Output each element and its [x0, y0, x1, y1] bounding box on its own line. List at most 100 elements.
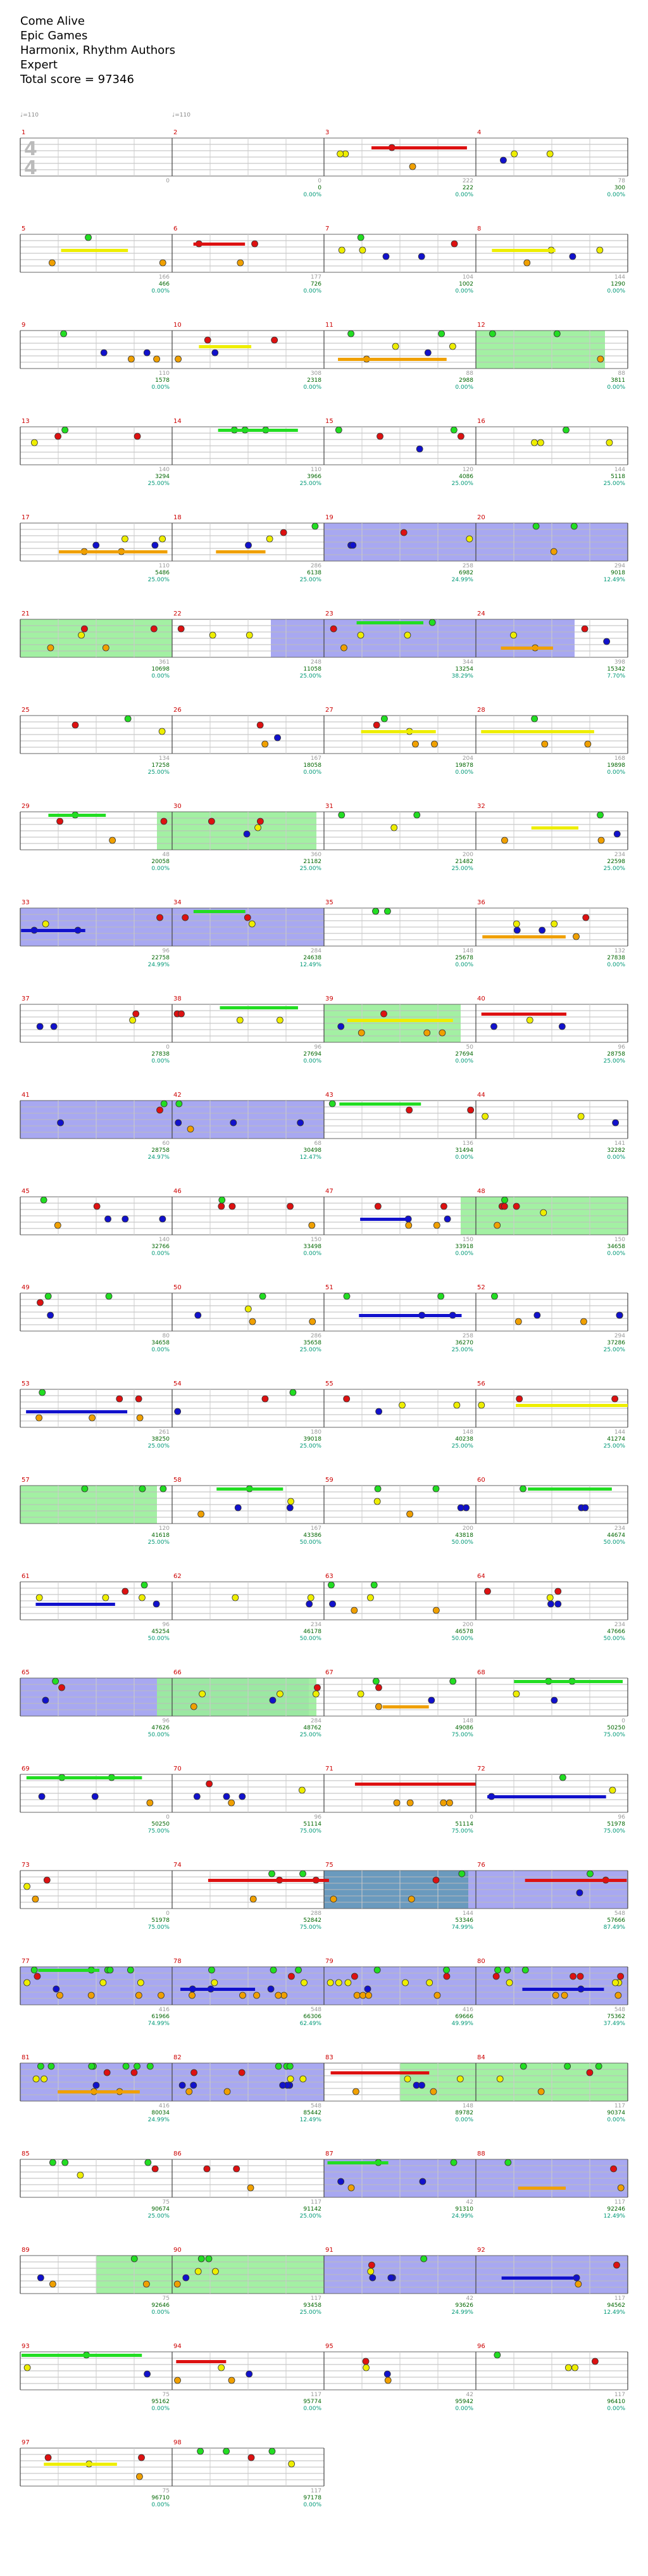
measure-number: 12	[477, 322, 485, 329]
measure-percent: 24.97%	[148, 1154, 170, 1161]
measure-score: 92246	[607, 2206, 625, 2213]
measure-number: 63	[325, 1573, 333, 1580]
measure-score: 21182	[303, 859, 321, 865]
note-gem	[466, 535, 473, 543]
note-gem	[223, 2088, 231, 2095]
note-gem	[531, 715, 539, 723]
measure-number: 42	[173, 1092, 182, 1099]
note-gem	[130, 2255, 138, 2263]
note-gem	[597, 837, 605, 844]
note-gem	[375, 1408, 383, 1415]
note-gem	[102, 1594, 109, 1601]
note-gem	[591, 2358, 599, 2365]
measure-notes: 148	[463, 1718, 473, 1724]
note-gem	[617, 2184, 625, 2192]
note-gem	[440, 1203, 447, 1210]
measure-percent: 0.00%	[455, 1154, 473, 1161]
measure-notes: 248	[311, 659, 321, 666]
sustain-bar	[216, 1487, 284, 1491]
measure-number: 45	[22, 1188, 30, 1195]
measure-notes: 548	[311, 2007, 321, 2013]
measure-score: 53346	[455, 1917, 473, 1924]
note-gem	[553, 330, 561, 338]
note-gem	[81, 625, 88, 633]
note-gem	[337, 2178, 345, 2185]
note-gem	[424, 349, 432, 357]
measure-score: 300	[614, 185, 625, 191]
note-gem	[151, 2165, 159, 2173]
sustain-bar	[360, 1218, 409, 1221]
note-gem	[402, 1979, 409, 1986]
measure-score: 19878	[455, 762, 473, 769]
measure-number: 71	[325, 1765, 333, 1772]
note-gem	[344, 1979, 352, 1986]
measure-notes: 42	[466, 2392, 473, 2398]
note-gem	[353, 1992, 361, 1999]
measure-score: 19898	[607, 762, 625, 769]
measure-score: 37286	[607, 1340, 625, 1346]
note-gem	[564, 2364, 572, 2371]
measure-notes: 288	[311, 1910, 321, 1917]
note-gem	[457, 432, 464, 440]
measure-number: 68	[477, 1669, 485, 1676]
measure-percent: 0.00%	[455, 288, 473, 294]
measure-number: 20	[477, 514, 485, 521]
measure-notes: 144	[463, 1910, 473, 1917]
note-gem	[246, 631, 253, 639]
note-gem	[223, 2447, 230, 2455]
measure-notes: 177	[311, 274, 321, 281]
note-gem	[351, 1607, 358, 1614]
note-gem	[160, 1100, 168, 1108]
note-gem	[276, 1016, 284, 1024]
measure-notes: 0	[318, 178, 321, 184]
measure-number: 69	[22, 1765, 30, 1772]
sustain-bar	[330, 2071, 430, 2074]
note-gem	[554, 1600, 562, 1608]
note-gem	[358, 1029, 365, 1037]
measure-notes: 75	[163, 2488, 170, 2494]
sustain-bar	[361, 730, 436, 733]
note-gem	[352, 2088, 359, 2095]
measure-percent: 0.00%	[303, 288, 321, 294]
note-gem	[610, 2165, 617, 2173]
note-gem	[194, 2268, 202, 2275]
measure-number: 23	[325, 610, 333, 617]
measure-number: 4	[477, 129, 481, 136]
note-gem	[245, 541, 252, 549]
note-gem	[136, 2473, 143, 2480]
note-gem	[374, 1485, 382, 1493]
measure-percent: 0.00%	[303, 1058, 321, 1064]
measure-number: 31	[325, 803, 333, 810]
note-gem	[40, 1196, 47, 1204]
note-gem	[596, 246, 604, 254]
measure-notes: 204	[463, 755, 473, 762]
note-gem	[406, 1106, 413, 1114]
note-gem	[208, 818, 215, 825]
measure-percent: 0.00%	[455, 1251, 473, 1257]
measure-number: 19	[325, 514, 333, 521]
measure-notes: 258	[463, 563, 473, 569]
note-gem	[440, 1799, 447, 1807]
note-gem	[381, 715, 388, 723]
measure-percent: 0.00%	[455, 384, 473, 391]
measure-notes: 308	[311, 370, 321, 377]
measure-percent: 25.00%	[300, 481, 322, 487]
note-gem	[513, 926, 521, 934]
note-gem	[367, 2268, 375, 2275]
note-gem	[269, 1696, 277, 1704]
measure-score: 3811	[611, 377, 625, 384]
note-gem	[116, 1395, 123, 1403]
note-gem	[340, 644, 347, 652]
note-gem	[228, 1203, 236, 1210]
note-gem	[277, 1690, 284, 1698]
note-gem	[261, 1395, 269, 1403]
measure-percent: 25.00%	[300, 673, 322, 679]
measure-number: 44	[477, 1092, 485, 1099]
measure-notes: 136	[463, 1140, 473, 1147]
note-gem	[99, 1979, 107, 1986]
sustain-bar	[58, 2090, 140, 2093]
measure-number: 86	[173, 2150, 182, 2157]
note-gem	[218, 1203, 225, 1210]
note-gem	[175, 1100, 183, 1108]
note-gem	[309, 1318, 316, 1325]
